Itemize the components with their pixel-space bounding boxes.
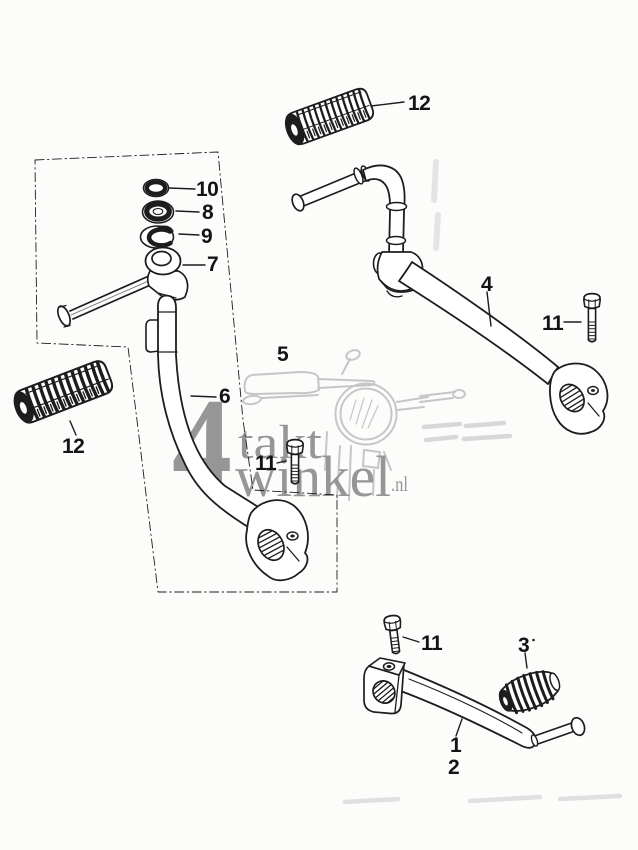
part-label-brake-arm: 7 [207, 253, 218, 276]
watermark-domain-suffix: .nl [391, 472, 408, 496]
part-footpeg-rubber-top [284, 87, 375, 146]
part-label-gear-change-lever: 1 [450, 734, 462, 757]
watermark-word-top: takt [238, 416, 323, 469]
leader-footpeg-rubber-top [370, 101, 405, 107]
headlight-hatching [349, 397, 379, 429]
part-label-gear-change-lever-assy: 2 [448, 756, 459, 779]
part-o-ring [142, 178, 170, 198]
part-gear-change-lever [363, 657, 586, 749]
part-label-assembly-ref: 5 [277, 343, 289, 366]
leader-spring-washer [178, 233, 200, 236]
part-label-brake-pedal: 6 [219, 385, 230, 408]
part-lever-rubber [498, 670, 561, 715]
part-label-lever-rubber: 3 [518, 634, 529, 657]
part-brake-pedal [145, 294, 309, 582]
part-footpeg-rubber-left [13, 360, 114, 424]
part-bolt-right [583, 292, 601, 343]
splined-hole [559, 383, 585, 413]
leader-gear-change-lever [455, 718, 463, 737]
leader-bolt-bottom [402, 636, 420, 643]
rubber-texture [36, 386, 100, 417]
part-label-footpeg-rubber-left: 12 [62, 435, 84, 458]
leader-footpeg-rubber-left [69, 420, 77, 436]
splined-hole [372, 679, 396, 704]
part-bolt-bottom [383, 614, 402, 655]
part-label-bolt-bottom: 11 [421, 632, 443, 655]
part-label-gear-change-pedal: 4 [481, 273, 493, 296]
watermark-word-bottom: winkel [235, 444, 391, 509]
leader-brake-pedal [190, 395, 217, 398]
part-seal-washer [141, 200, 175, 224]
faint-scooter-sketch [242, 349, 466, 501]
leader-bolt-middle [276, 460, 287, 464]
leader-o-ring [168, 187, 196, 190]
part-label-bolt-right: 11 [542, 312, 564, 335]
part-bolt-middle [286, 438, 304, 485]
leader-seal-washer [175, 210, 200, 213]
part-label-spring-washer: 9 [201, 225, 212, 248]
leader-lines [69, 101, 582, 737]
splined-hole [257, 528, 285, 562]
part-gear-change-pedal [291, 164, 609, 435]
part-label-bolt-middle: 11 [255, 452, 277, 475]
leader-lever-rubber [524, 652, 528, 669]
part-labels: 12 10 8 9 7 12 5 6 11 4 11 11 3 1 2 [62, 92, 565, 779]
rubber-texture [306, 110, 367, 139]
group-outline-dashed-box [34, 151, 338, 593]
part-spring-washer [139, 225, 175, 249]
leader-gear-change-pedal [486, 291, 492, 327]
part-label-footpeg-rubber-top: 12 [408, 92, 430, 115]
part-label-o-ring: 10 [196, 178, 218, 201]
print-artifact-dot [532, 638, 535, 642]
part-label-seal-washer: 8 [202, 201, 214, 224]
faint-text-smudges [342, 159, 623, 805]
